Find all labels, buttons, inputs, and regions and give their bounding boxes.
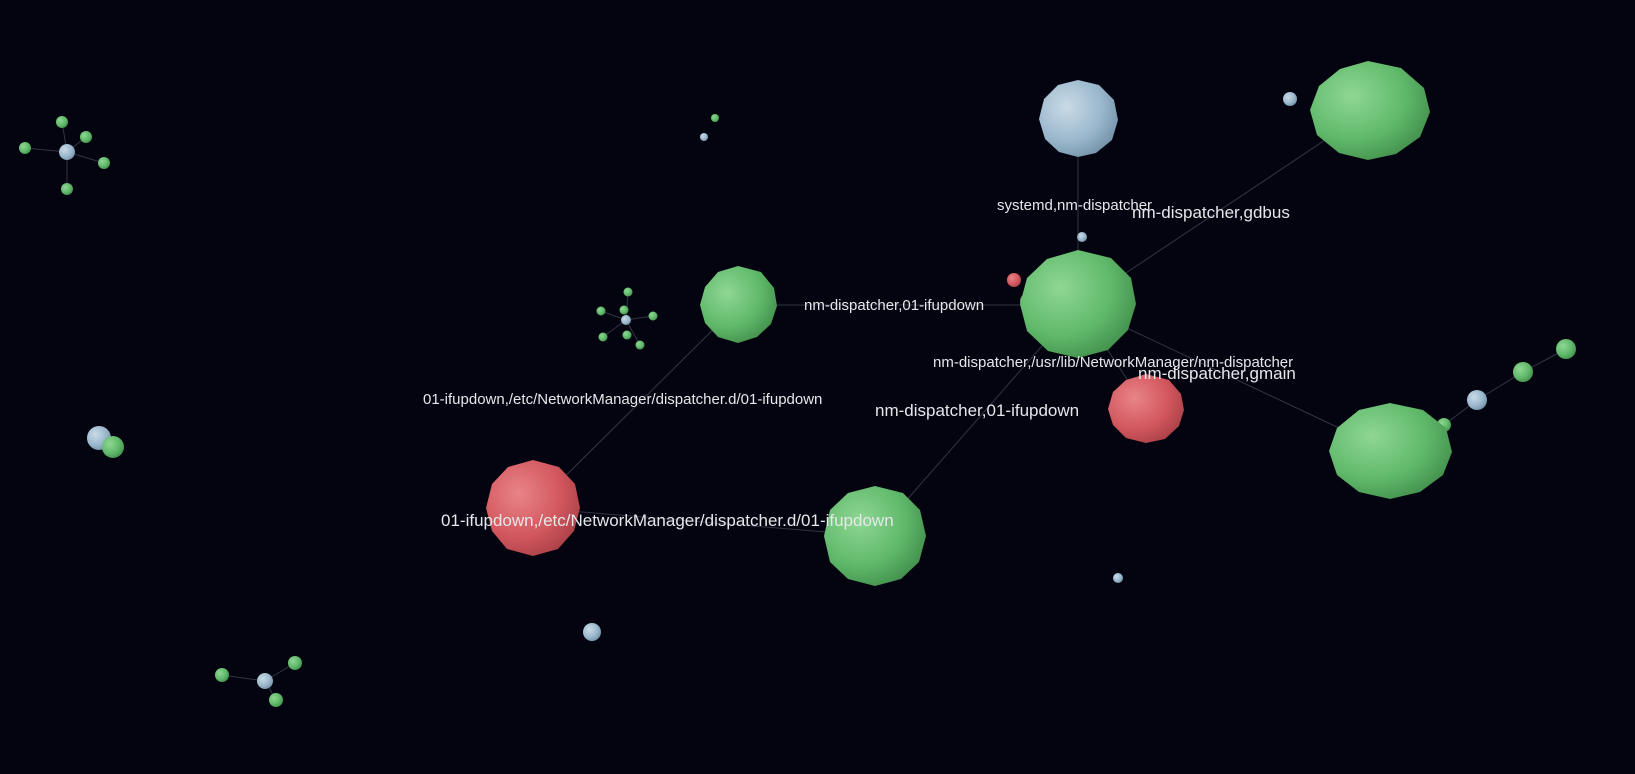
background-cluster-top-center <box>700 114 719 141</box>
background-cluster-bottom-left <box>215 656 302 707</box>
edge-label-01-ifupdown-a-script: 01-ifupdown,/etc/NetworkManager/dispatch… <box>423 391 822 408</box>
graph-edge <box>1077 109 1371 306</box>
graph-edge <box>532 304 739 509</box>
background-cluster-center-left <box>596 287 658 350</box>
edge-label-nm-dispatcher-binary: nm-dispatcher,/usr/lib/NetworkManager/nm… <box>933 354 1293 371</box>
background-cluster-top-left <box>19 116 110 195</box>
node-01-ifupdown-script[interactable] <box>486 460 580 556</box>
edge-label-01-ifupdown-b-script: 01-ifupdown,/etc/NetworkManager/dispatch… <box>441 511 894 530</box>
graph-labels: systemd,nm-dispatcher nm-dispatcher,gdbu… <box>423 197 1296 530</box>
node-01-ifupdown-b[interactable] <box>824 486 926 586</box>
node-01-ifupdown-a[interactable] <box>700 266 777 343</box>
edge-label-nm-dispatcher-gmain: nm-dispatcher,gmain <box>1138 364 1296 383</box>
node-systemd[interactable] <box>1039 80 1118 157</box>
node-nm-dispatcher-binary[interactable] <box>1108 374 1184 443</box>
node-gmain[interactable] <box>1329 403 1452 499</box>
edge-label-systemd-nm-dispatcher: systemd,nm-dispatcher <box>997 197 1152 214</box>
edge-label-nm-dispatcher-01-ifupdown-b: nm-dispatcher,01-ifupdown <box>875 401 1079 420</box>
graph-edges <box>532 109 1391 537</box>
graph-edge <box>532 507 876 537</box>
node-gdbus[interactable] <box>1310 61 1430 160</box>
edge-label-nm-dispatcher-gdbus: nm-dispatcher,gdbus <box>1132 203 1290 222</box>
graph-nodes <box>486 61 1452 586</box>
edge-label-nm-dispatcher-01-ifupdown-a: nm-dispatcher,01-ifupdown <box>804 297 984 314</box>
background-cluster-left <box>87 426 124 458</box>
background-cluster-right <box>1437 339 1576 432</box>
node-nm-dispatcher[interactable] <box>1020 250 1136 358</box>
